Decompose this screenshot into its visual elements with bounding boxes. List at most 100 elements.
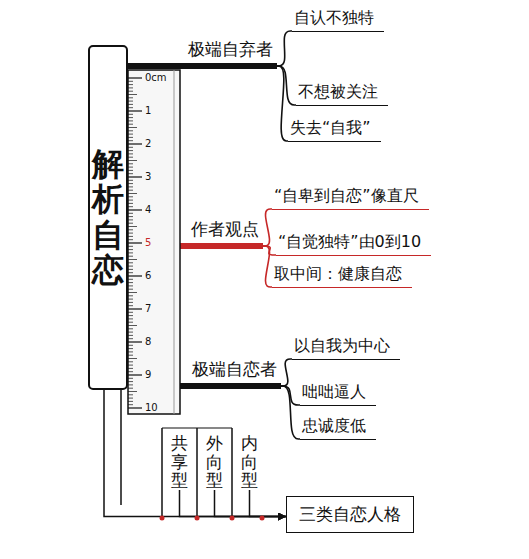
- ruler-tick: [128, 157, 133, 158]
- ruler-number: 7: [145, 303, 151, 315]
- ruler-tick: [128, 275, 142, 276]
- node-text: 共享型: [171, 434, 188, 490]
- ruler-number: 8: [145, 336, 151, 348]
- ruler-tick: [128, 87, 133, 88]
- ruler-tick: [128, 150, 133, 151]
- ruler-tick: [128, 345, 133, 346]
- branch-node: 极端自弃者: [182, 38, 277, 69]
- type-column: 内向型: [241, 434, 258, 490]
- ruler-tick: [128, 130, 133, 131]
- ruler-tick: [128, 404, 133, 405]
- ruler-tick: [128, 348, 133, 349]
- ruler-number: 2: [145, 138, 151, 150]
- node-text: 忠诚度低: [302, 416, 366, 437]
- ruler-tick: [128, 219, 133, 220]
- ruler-tick: [128, 180, 133, 181]
- node-text: 自认不独特: [294, 8, 374, 29]
- ruler-tick: [128, 236, 133, 237]
- node-text: 失去“自我”: [290, 118, 371, 139]
- ruler-tick: [128, 216, 133, 217]
- ruler-edge: [174, 70, 175, 414]
- column-top: [197, 427, 232, 428]
- ruler-number: 6: [145, 270, 151, 282]
- ruler-tick: [128, 173, 133, 174]
- ruler-tick: [128, 351, 133, 352]
- ruler-tick: [128, 365, 133, 366]
- ruler-tick: [128, 299, 133, 300]
- ruler-tick: [128, 312, 133, 313]
- junction-dot: [260, 516, 265, 521]
- node-text: 作者观点: [191, 218, 259, 241]
- ruler-tick: [128, 223, 133, 224]
- ruler-tick: [128, 183, 133, 184]
- ruler-tick: [128, 170, 133, 171]
- column-separator: [161, 428, 163, 518]
- ruler-tick: [128, 378, 133, 379]
- ruler-tick: [128, 256, 133, 257]
- ruler-tick: [128, 147, 133, 148]
- ruler-tick: [128, 143, 142, 144]
- ruler-tick: [128, 81, 133, 82]
- ruler-tick: [128, 305, 133, 306]
- node-text: 三类自恋人格: [299, 503, 401, 526]
- ruler-tick: [128, 186, 133, 187]
- leaf-node: 取中间：健康自恋: [272, 264, 412, 288]
- column-separator: [196, 428, 198, 518]
- ruler-tick: [128, 308, 142, 309]
- ruler-tick: [128, 176, 142, 177]
- ruler-tick: [128, 328, 133, 329]
- ruler-tick: [128, 272, 133, 273]
- ruler-tick: [128, 292, 137, 293]
- ruler-tick: [128, 107, 133, 108]
- ruler-tick: [128, 110, 142, 111]
- ruler-tick: [128, 140, 133, 141]
- ruler-number: 10: [145, 402, 158, 414]
- ruler-tick: [128, 120, 133, 121]
- ruler-tick: [128, 269, 133, 270]
- connector: [277, 66, 296, 105]
- ruler-tick: [128, 282, 133, 283]
- ruler-tick: [128, 374, 142, 375]
- leaf-node: “自觉独特”由0到10: [276, 232, 431, 256]
- leaf-node: 自认不独特: [292, 8, 384, 32]
- ruler-tick: [128, 94, 137, 95]
- ruler-tick: [128, 315, 133, 316]
- node-text: 极端自恋者: [192, 358, 277, 381]
- ruler-tick: [128, 163, 133, 164]
- column-top: [162, 427, 197, 428]
- leaf-node: 以自我为中心: [292, 336, 400, 360]
- ruler-tick: [128, 91, 133, 92]
- node-text: 不想被关注: [298, 82, 378, 103]
- connector: [263, 209, 272, 246]
- ruler-tick: [128, 358, 137, 359]
- ruler-tick: [128, 203, 133, 204]
- ruler-tick: [128, 401, 133, 402]
- ruler-ticks: [128, 78, 142, 408]
- ruler-tick: [128, 229, 133, 230]
- connector: [281, 359, 292, 386]
- ruler-number: 5: [145, 237, 151, 249]
- ruler-tick: [128, 167, 133, 168]
- junction-dot: [195, 516, 200, 521]
- ruler-tick: [128, 335, 133, 336]
- ruler-tick: [128, 371, 133, 372]
- ruler-tick: [128, 279, 133, 280]
- node-text: “自觉独特”由0到10: [278, 232, 421, 253]
- ruler-tick: [128, 325, 137, 326]
- ruler-tick: [128, 262, 133, 263]
- connector: [277, 66, 288, 141]
- ruler-tick: [128, 332, 133, 333]
- ruler-tick: [128, 338, 133, 339]
- ruler-tick: [128, 209, 142, 210]
- ruler-tick: [128, 407, 142, 408]
- column-separator: [231, 428, 233, 518]
- ruler-tick: [128, 124, 133, 125]
- node-text: 外向型: [206, 434, 223, 490]
- connector: [128, 63, 183, 69]
- ruler-number: 9: [145, 369, 151, 381]
- ruler-tick: [128, 104, 133, 105]
- branch-node: 极端自恋者: [186, 358, 281, 389]
